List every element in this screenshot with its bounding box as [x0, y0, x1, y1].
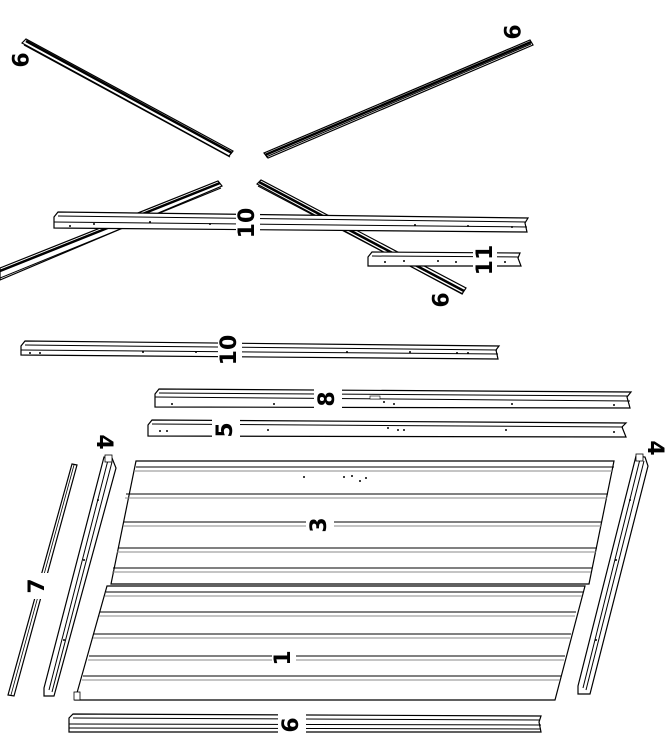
part-10-ridge-beam-upper — [53, 211, 530, 233]
part-10-ridge-beam-lower — [20, 340, 501, 360]
label-part-11: 11 — [473, 245, 498, 276]
part-1-wall-panel — [73, 585, 586, 701]
label-part-9-upper-left: 9 — [6, 52, 31, 67]
label-part-9-lower-right: 9 — [426, 292, 451, 307]
part-4-corner-post-left — [43, 454, 117, 697]
part-3-wall-panel — [110, 460, 615, 585]
part-8-top-rail — [154, 388, 633, 409]
label-part-10-lower: 10 — [217, 335, 242, 366]
part-11-short-beam — [367, 251, 522, 267]
label-part-10-upper: 10 — [235, 208, 260, 239]
label-part-6: 6 — [279, 717, 304, 732]
label-part-8: 8 — [315, 391, 340, 406]
label-part-4-left: 4 — [91, 434, 116, 449]
label-part-1: 1 — [271, 650, 296, 665]
label-part-9-upper-right: 9 — [498, 24, 523, 39]
rafter-lower-right — [256, 179, 467, 295]
label-part-3: 3 — [307, 517, 332, 532]
label-part-5: 5 — [213, 422, 238, 437]
rafter-lower-left — [0, 180, 223, 281]
rafter-upper-right — [263, 39, 534, 159]
part-labels: 9 9 9 10 11 10 8 5 — [6, 24, 667, 738]
part-4-corner-post-right — [577, 453, 649, 695]
rafter-upper-left — [21, 38, 234, 158]
label-part-4-right: 4 — [642, 440, 667, 455]
label-part-7: 7 — [25, 578, 50, 593]
part-5-rail — [147, 419, 628, 438]
